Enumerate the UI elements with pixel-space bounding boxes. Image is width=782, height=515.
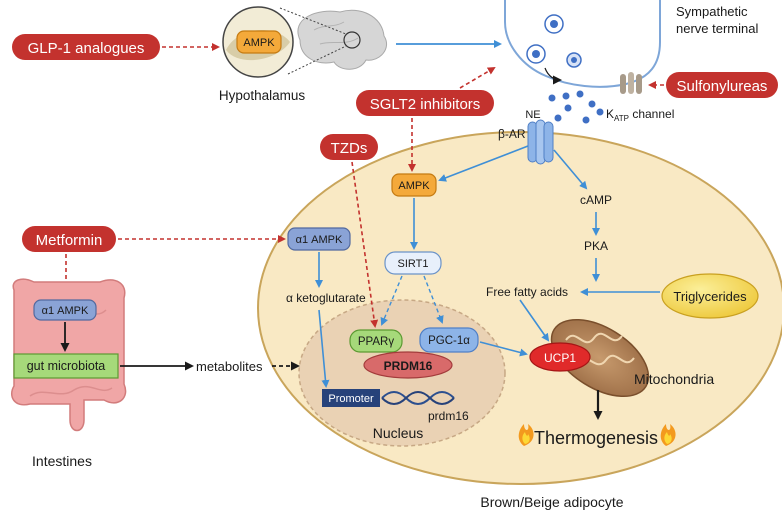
sulfonylureas-badge bbox=[666, 72, 778, 98]
prdm16-gene-label: prdm16 bbox=[428, 409, 469, 423]
promoter-box bbox=[322, 389, 380, 407]
metabolites-label: metabolites bbox=[196, 359, 263, 374]
hypothalamus-label: Hypothalamus bbox=[219, 88, 306, 103]
prdm16-protein bbox=[363, 351, 453, 379]
gut-microbiota-box bbox=[13, 353, 119, 379]
ppary-box bbox=[349, 329, 403, 353]
metformin-badge bbox=[22, 226, 116, 252]
a1-ampk-label: α1 AMPK bbox=[296, 234, 343, 246]
nucleus-label: Nucleus bbox=[373, 425, 424, 441]
arrow-sirt1-to-pgc1a bbox=[423, 275, 444, 324]
thermogenesis-label: Thermogenesis bbox=[534, 428, 658, 448]
pgc1a-label: PGC-1α bbox=[428, 335, 470, 347]
tzds-label: TZDs bbox=[331, 140, 368, 157]
hypothalamus-ampk-label: AMPK bbox=[243, 37, 275, 49]
triglycerides-droplet bbox=[661, 273, 759, 319]
ne-molecules bbox=[548, 90, 604, 124]
pka-label: PKA bbox=[584, 239, 608, 253]
a1-ampk-box bbox=[287, 227, 351, 251]
intestine-a1-ampk-box bbox=[33, 299, 97, 321]
cell-label: Brown/Beige adipocyte bbox=[480, 494, 623, 510]
dna-helix-icon bbox=[381, 391, 455, 405]
triglycerides-label: Triglycerides bbox=[673, 289, 747, 304]
katp-label: KATP channel bbox=[606, 107, 674, 123]
intestine-a1-ampk-label: α1 AMPK bbox=[42, 305, 89, 317]
katp-channel-icon bbox=[620, 72, 642, 94]
tzds-badge bbox=[320, 134, 378, 160]
brain-illustration bbox=[279, 7, 388, 75]
nerve-title-line1: Sympathetic bbox=[676, 4, 748, 19]
prdm16-label: PRDM16 bbox=[384, 359, 433, 373]
pgc1a-box bbox=[419, 327, 479, 353]
sulfonylureas-label: Sulfonylureas bbox=[677, 78, 768, 95]
sglt2-label: SGLT2 inhibitors bbox=[370, 96, 481, 113]
camp-label: cAMP bbox=[580, 193, 612, 207]
arrow-beta-ar-to-ampk bbox=[438, 145, 529, 182]
beta-ar-receptor-icon bbox=[527, 119, 554, 165]
gut-microbiota-label: gut microbiota bbox=[27, 359, 106, 373]
synaptic-vesicles bbox=[526, 14, 582, 68]
brain-zoom-circle bbox=[343, 31, 361, 49]
ppary-label: PPARγ bbox=[358, 336, 394, 348]
arrow-aketoglutarate-to-promoter bbox=[318, 309, 330, 388]
hypothalamus-ampk-box bbox=[236, 30, 282, 54]
ffa-label: Free fatty acids bbox=[486, 285, 568, 299]
nerve-terminal bbox=[504, 0, 661, 88]
arrow-sirt1-to-ppary bbox=[380, 275, 403, 326]
sirt1-box bbox=[384, 251, 442, 275]
ucp1-label: UCP1 bbox=[544, 351, 576, 365]
arrow-sglt2-to-nerve bbox=[459, 66, 496, 89]
arrow-ffa-to-ucp1 bbox=[519, 299, 550, 342]
mitochondria-illustration bbox=[550, 318, 650, 398]
arrow-beta-ar-to-camp bbox=[553, 149, 588, 190]
metformin-label: Metformin bbox=[36, 232, 103, 249]
flame-icon-right bbox=[660, 424, 676, 446]
ampk-label: AMPK bbox=[398, 180, 430, 192]
beta-ar-label: β-AR bbox=[498, 127, 526, 141]
ampk-box bbox=[391, 173, 437, 197]
glp1-badge bbox=[12, 34, 160, 60]
nerve-title-line2: nerve terminal bbox=[676, 21, 758, 36]
glp1-label: GLP-1 analogues bbox=[28, 40, 145, 57]
release-curve-arrow bbox=[544, 67, 562, 85]
promoter-label: Promoter bbox=[328, 393, 374, 405]
intestines-label: Intestines bbox=[32, 453, 92, 469]
sirt1-label: SIRT1 bbox=[398, 258, 429, 270]
arrow-pgc1a-to-ucp1 bbox=[479, 341, 528, 357]
sglt2-badge bbox=[356, 90, 494, 116]
ne-label: NE bbox=[525, 109, 540, 121]
flame-icon-left bbox=[518, 424, 534, 446]
mitochondria-label: Mitochondria bbox=[634, 371, 714, 387]
a-ketoglutarate-label: α ketoglutarate bbox=[286, 291, 366, 305]
ucp1-protein bbox=[529, 342, 591, 372]
